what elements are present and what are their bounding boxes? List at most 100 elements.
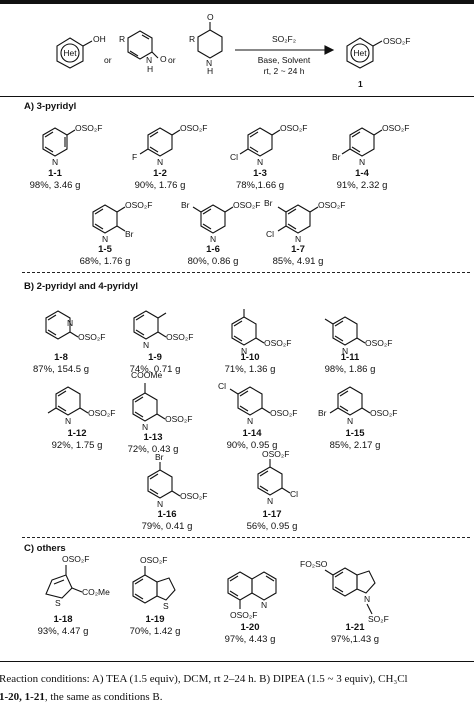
structure-1-18: OSO₂F CO₂Me S <box>45 554 110 608</box>
section-divider-2 <box>22 537 470 538</box>
compound-id: 1-19 <box>145 614 165 625</box>
product-het-label: Het <box>353 48 367 58</box>
footer-compound-ids: 1-20, 1-21 <box>0 691 45 703</box>
compound-id: 1-3 <box>253 168 267 179</box>
compound-id: 1-8 <box>54 352 68 363</box>
n-label-2: N <box>206 58 212 68</box>
compound-yield: 98%, 3.46 g <box>29 180 81 191</box>
product-group-label: OSO₂F <box>383 36 410 46</box>
oso2f-label: OSO₂F <box>140 555 167 565</box>
structure-1-20: OSO₂F N <box>227 571 277 620</box>
cl-label: Cl <box>266 229 274 239</box>
product-number: 1 <box>358 79 363 89</box>
compound-yield: 68%, 1.76 g <box>79 256 131 267</box>
compound-id: 1-10 <box>240 352 260 363</box>
compound-id: 1-20 <box>240 622 260 633</box>
n-label: N <box>143 340 149 350</box>
compound-id: 1-14 <box>242 428 262 439</box>
br-label: Br <box>125 229 134 239</box>
compound-yield: 72%, 0.43 g <box>127 444 179 455</box>
or-label-2: or <box>168 55 176 65</box>
oso2f-label: OSO₂F <box>165 414 192 424</box>
compound-id: 1-21 <box>345 622 365 633</box>
n-label: N <box>295 234 301 244</box>
n-label: N <box>65 416 71 426</box>
compound-yield: 74%, 0.71 g <box>129 364 181 375</box>
compound-id: 1-4 <box>355 168 369 179</box>
structure-1-5: OSO₂F N Br <box>92 200 152 244</box>
compound-yield: 93%, 4.47 g <box>37 626 89 637</box>
compound-id: 1-15 <box>345 428 365 439</box>
oso2f-label: OSO₂F <box>125 200 152 210</box>
compound-id: 1-17 <box>262 509 282 520</box>
br-label: Br <box>155 452 164 462</box>
structure-1-7: OSO₂F N Br Cl <box>264 198 345 244</box>
top-rule <box>0 0 474 4</box>
n-label: N <box>347 416 353 426</box>
compound-yield: 91%, 2.32 g <box>336 180 388 191</box>
compound-yield: 92%, 1.75 g <box>51 440 103 451</box>
oso2f-label: OSO₂F <box>230 610 257 620</box>
br-label: Br <box>318 408 327 418</box>
n-label: N <box>142 422 148 432</box>
n-label: N <box>241 346 247 356</box>
r-label-2: R <box>189 34 195 44</box>
scheme-divider <box>0 96 474 97</box>
co2me-label: CO₂Me <box>82 587 110 597</box>
cl-label: Cl <box>230 152 238 162</box>
compound-id: 1-9 <box>148 352 162 363</box>
compound-yield: 97%, 4.43 g <box>224 634 276 645</box>
compound-yield: 85%, 4.91 g <box>272 256 324 267</box>
oso2f-label: OSO₂F <box>264 338 291 348</box>
conditions-line-2: rt, 2 ~ 24 h <box>264 66 305 76</box>
structure-1-21: FO₂SO N SO₂F <box>300 559 389 624</box>
br-label: Br <box>264 198 273 208</box>
oso2f-label: OSO₂F <box>318 200 345 210</box>
structure-1-3: OSO₂F N Cl <box>230 123 307 167</box>
het-label: Het <box>63 48 77 58</box>
oso2f-label: OSO₂F <box>370 408 397 418</box>
structure-1-15: Br OSO₂F N <box>318 386 397 426</box>
oso2f-label: OSO₂F <box>270 408 297 418</box>
structure-1-1: OSO₂F N <box>42 123 102 167</box>
so2f-label: SO₂F <box>368 614 389 624</box>
oh-label: OH <box>93 34 106 44</box>
structure-1-11: OSO₂F N <box>324 316 392 356</box>
structure-1-12: OSO₂F N <box>47 386 115 426</box>
n-label: N <box>261 600 267 610</box>
oso2f-label: OSO₂F <box>180 123 207 133</box>
n-label-1: N <box>146 55 152 65</box>
structure-1-13: COOMe OSO₂F N <box>131 370 192 432</box>
br-label: Br <box>181 200 190 210</box>
compound-yield: 98%, 1.86 g <box>324 364 376 375</box>
n-label: N <box>210 234 216 244</box>
reaction-scheme: Het OH or R H N O or O R N H SO₂F₂ Base,… <box>56 12 410 89</box>
oso2f-label: OSO₂F <box>75 123 102 133</box>
compound-id: 1-1 <box>48 168 62 179</box>
n-label: N <box>257 157 263 167</box>
oso2f-label: OSO₂F <box>88 408 115 418</box>
o-label-2: O <box>207 12 214 22</box>
oso2f-label: OSO₂F <box>280 123 307 133</box>
compound-yield: 87%, 154.5 g <box>33 364 89 375</box>
oso2f-label: OSO₂F <box>262 449 289 459</box>
structure-1-14: Cl OSO₂F N <box>218 381 297 426</box>
br-label: Br <box>332 152 341 162</box>
oso2f-label: OSO₂F <box>78 332 105 342</box>
compound-yield: 71%, 1.36 g <box>224 364 276 375</box>
reagent-label: SO₂F₂ <box>272 34 296 44</box>
n-label: N <box>342 346 348 356</box>
n-label: N <box>364 594 370 604</box>
